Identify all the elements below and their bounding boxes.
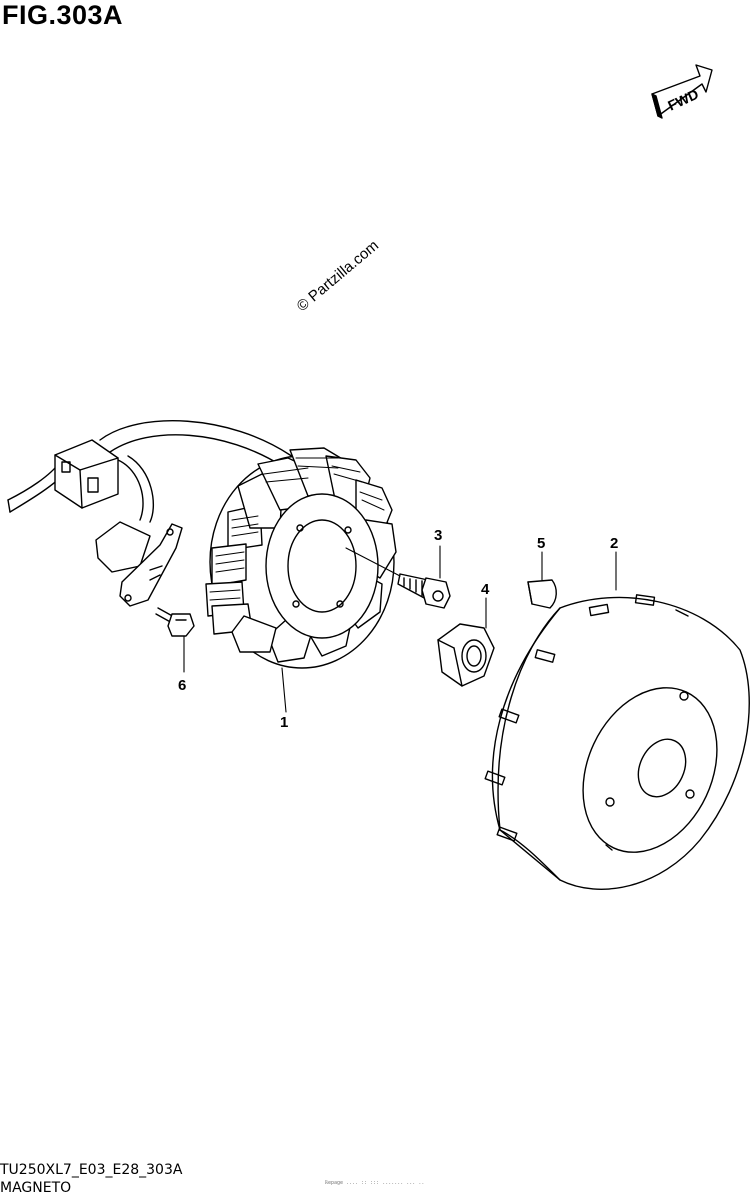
stator-part-1: [205, 447, 397, 669]
watermark: © Partzilla.com: [294, 237, 382, 315]
fine-print: ℝepage .... :: ::: ....... ... ..: [325, 1180, 425, 1186]
connector: [54, 439, 119, 509]
figure-title: FIG.303A: [2, 0, 124, 30]
section-name: MAGNETO: [0, 1180, 72, 1196]
screw-part-6: [155, 607, 195, 637]
callout-2: 2: [610, 535, 618, 552]
callout-1: 1: [280, 714, 288, 731]
bolt-part-3: [397, 573, 451, 609]
pickup-coil: [95, 521, 183, 607]
callout-5: 5: [537, 535, 545, 552]
key-part-5: [527, 579, 557, 609]
callout-4: 4: [481, 581, 490, 598]
fwd-arrow-icon: FWD: [651, 64, 713, 119]
nut-part-4: [437, 623, 495, 687]
callout-6: 6: [178, 677, 186, 694]
callout-3: 3: [434, 527, 442, 544]
leader-lines: [183, 545, 617, 713]
drawing-code: TU250XL7_E03_E28_303A: [0, 1162, 183, 1178]
rotor-part-2: [484, 594, 750, 890]
